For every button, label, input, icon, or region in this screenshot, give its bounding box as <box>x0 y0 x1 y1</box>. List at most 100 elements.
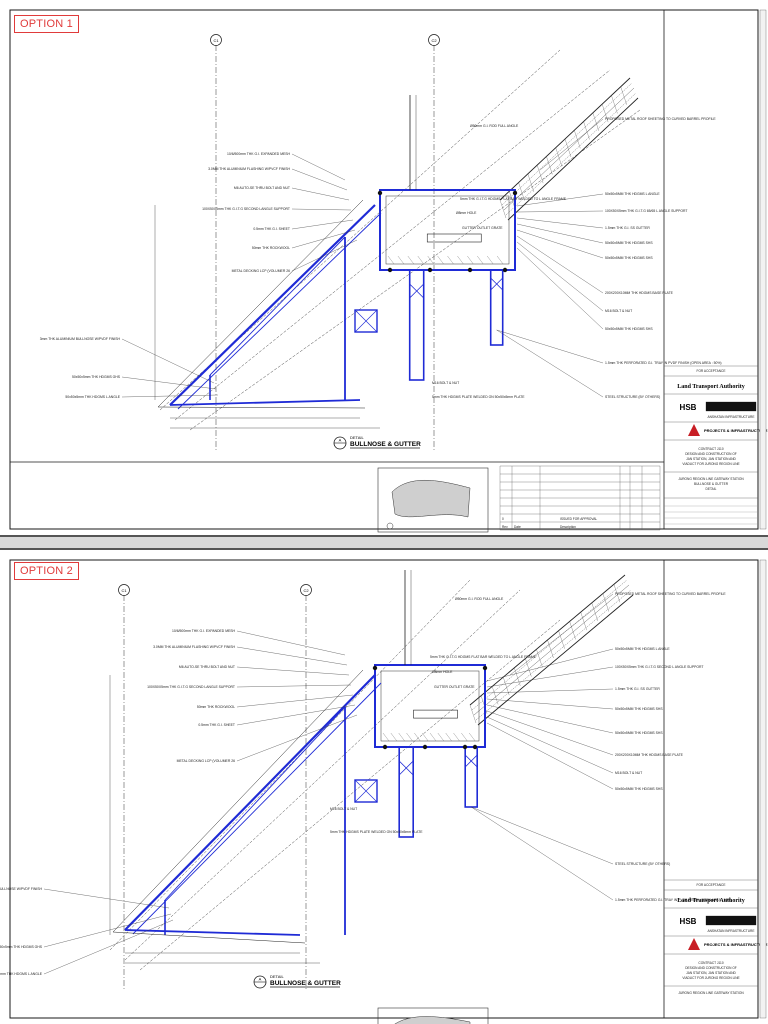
callout-right: 50x50x5MM THK HDGMS SHS <box>615 787 663 791</box>
contract-line: DESIGN AND CONSTRUCTION OF <box>685 452 737 456</box>
leader-line <box>236 714 358 762</box>
leader-line <box>291 229 356 249</box>
callout-right: 50x50x5MM THK HDGMS SHS <box>605 241 653 245</box>
leader-line <box>486 688 614 694</box>
leader-line <box>516 193 604 207</box>
leader-line <box>236 666 350 676</box>
callout-center: 5mm THK HDGMS PLATE WELDED ON 50x50x5mm … <box>330 830 423 834</box>
bolt <box>422 744 428 750</box>
detail-marker-label: A <box>339 438 342 443</box>
insulation-hatch <box>406 732 413 742</box>
roof-hatch <box>537 165 544 184</box>
callout-left: 3mm THK ALUMINIUM BULLNOSE W/PVDF FINISH <box>40 337 121 341</box>
callout-left: 10/6/500mm THK G.I. EXPANDED MESH <box>227 152 291 156</box>
leader-line <box>121 394 219 398</box>
leader-line <box>516 223 604 244</box>
insulation-hatch <box>390 732 397 742</box>
insulation-hatch <box>427 255 434 265</box>
bullnose-strut <box>209 236 346 376</box>
key-plan <box>377 467 489 533</box>
leader-line <box>516 210 604 213</box>
consultant-logo-text: PROJECTS & INFRASTRUCTURE <box>704 428 768 433</box>
north-arrow <box>386 522 394 530</box>
for-acceptance-label: FOR ACCEPTANCE <box>697 883 726 887</box>
roof-hatch <box>555 147 562 166</box>
callout-right: STEEL STRUCTURE (BY OTHERS) <box>615 862 670 866</box>
roof-hatch <box>499 199 507 219</box>
drawing-title-line: JURONG REGION LINE GATEWAY STATION <box>678 477 744 481</box>
leader-line <box>291 168 348 191</box>
leader-line <box>291 208 352 211</box>
grid-label: C2 <box>431 38 437 43</box>
callout-left: 10/6/500mm THK G.I. EXPANDED MESH <box>172 629 236 633</box>
insulation-hatch <box>417 255 424 265</box>
callout-right: 50x50x5MM THK HDGMS L ANGLE <box>605 192 660 196</box>
insulation-hatch <box>445 732 452 742</box>
bullnose-bottom-chord <box>124 929 301 936</box>
leader-line <box>43 888 170 909</box>
roof-hatch <box>611 95 618 114</box>
callout-left: 3.0MM THK ALUMINIUM FLASHING W/PVCF FINI… <box>208 167 290 171</box>
callout-right: 1.5mm THK G.I. SS GUTTER <box>615 687 660 691</box>
contract-line: CONTRACT J110 <box>698 961 723 965</box>
sheet-border <box>9 559 759 1019</box>
revision-header: Rev <box>502 525 508 529</box>
leader-line <box>471 806 614 901</box>
insulation-hatch <box>453 732 460 742</box>
grid-label: C2 <box>303 588 309 593</box>
drawing-title-line: BULLNOSE & GUTTER <box>694 482 729 486</box>
insulation-hatch <box>496 255 504 265</box>
detail-title: BULLNOSE & GUTTER <box>350 441 421 448</box>
callout-right: 50x50x5MM THK HDGMS SHS <box>615 731 663 735</box>
contractor-logo-text: ANSHATAN INFRASTRUCTURE <box>708 929 755 933</box>
callout-left: 50x50x5mm THK HDGMS L ANGLE <box>65 395 120 399</box>
callout-right: 1.5mm THK PERFORATED G.I. TRAY IN PVDF F… <box>605 361 722 365</box>
callout-left: METAL DECKING LCP (VOLUMER 26 <box>177 759 235 763</box>
gutter-frame <box>379 189 516 271</box>
leader-line <box>236 694 354 708</box>
roof-hatch <box>492 686 499 705</box>
callout-right: PROPOSED METAL ROOF SHEETING TO CURVED B… <box>605 117 716 121</box>
sheet-border <box>9 9 759 530</box>
callout-right: 50x50x5MM THK HDGMS SHS <box>605 327 653 331</box>
insulation-hatch <box>477 255 484 265</box>
consultant-logo-mark <box>688 424 700 436</box>
plate-cross <box>354 779 378 803</box>
roof-hatch <box>602 104 609 123</box>
insulation-hatch <box>461 732 468 742</box>
revision-header: Date <box>514 525 521 529</box>
roof-hatch <box>547 639 554 659</box>
contractor-logo-text: ANSHATAN INFRASTRUCTURE <box>708 415 755 419</box>
plate-cross <box>354 309 378 333</box>
callout-left: 50mm THK ROCKWOOL <box>197 705 235 709</box>
callout-right: M16 BOLT & NUT <box>605 309 632 313</box>
contractor-logo-hsb: HSB <box>680 917 697 926</box>
slope-line <box>159 49 561 411</box>
roof-hatch <box>583 121 590 140</box>
grid-bubble <box>428 34 440 46</box>
sheet-edge-strip <box>759 9 767 530</box>
contract-line: JAN STATION, JAN STATION AND <box>686 971 736 975</box>
roof-hatch <box>558 630 565 649</box>
roof-hatch <box>564 138 572 158</box>
callout-center: GUTTER OUTLET GRATE <box>462 226 503 230</box>
callout-left: 0.5mm THK G.I. SHEET <box>198 723 235 727</box>
leader-line <box>496 329 604 398</box>
post-bracing <box>409 283 424 299</box>
contract-line: CONTRACT J110 <box>698 447 723 451</box>
leader-line <box>486 722 614 790</box>
leader-line <box>486 710 614 756</box>
insulation-hatch <box>397 255 405 265</box>
leader-line <box>539 118 604 171</box>
contractor-logo-hsb: HSB <box>680 403 697 412</box>
leader-line <box>291 187 350 201</box>
roof-hatch <box>580 612 587 631</box>
bullnose-rafter-inner <box>177 212 382 410</box>
gutter-grate <box>426 233 482 243</box>
callout-left: 50mm THK ROCKWOOL <box>252 246 290 250</box>
sheet-separator <box>0 537 768 548</box>
callout-left: 3mm THK ALUMINIUM BULLNOSE W/PVDF FINISH <box>0 887 43 891</box>
steel-post <box>398 746 415 838</box>
for-acceptance-label: FOR ACCEPTANCE <box>697 369 726 373</box>
